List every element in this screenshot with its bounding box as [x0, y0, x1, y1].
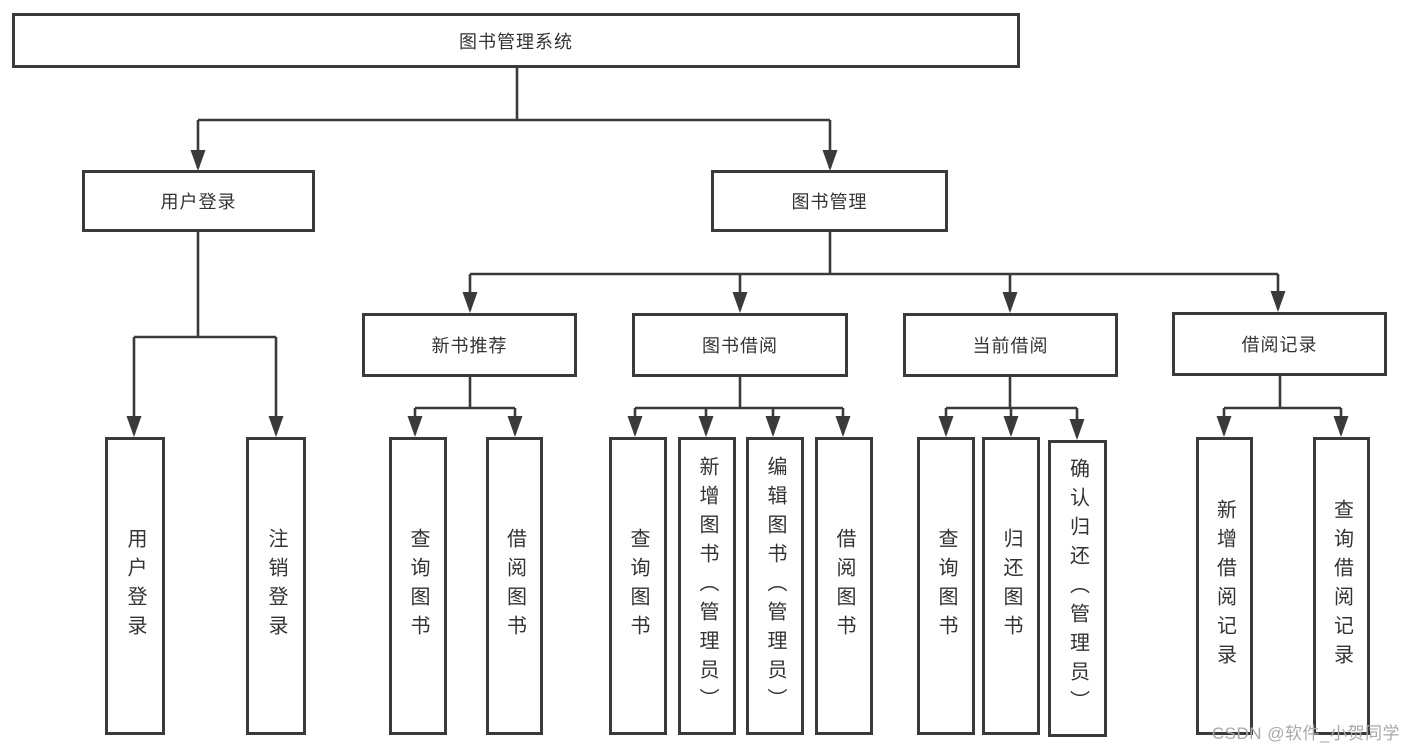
node-book-borrowing-label: 图书借阅: [702, 336, 778, 356]
node-book-borrowing: 图书借阅: [632, 313, 848, 377]
node-book-management: 图书管理: [711, 170, 948, 232]
leaf-records-query-record: 查询借阅记录: [1313, 437, 1370, 735]
leaf-borrowing-add-books-admin: 新增图书（管理员）: [678, 437, 736, 735]
leaf-current-query-books: 查询图书: [917, 437, 975, 735]
leaf-current-confirm-return-admin-label: 确认归还（管理员）: [1066, 458, 1089, 719]
leaf-current-query-books-label: 查询图书: [935, 528, 957, 644]
node-user-login-label: 用户登录: [160, 192, 237, 212]
csdn-watermark: CSDN @软件_小贺同学: [1211, 724, 1400, 743]
node-root-label: 图书管理系统: [459, 31, 573, 52]
node-user-login: 用户登录: [82, 170, 315, 232]
node-current-borrowing: 当前借阅: [903, 313, 1118, 377]
leaf-borrowing-borrow-books-label: 借阅图书: [833, 528, 855, 644]
node-new-book-recommend: 新书推荐: [362, 313, 577, 377]
leaf-recommend-query-books: 查询图书: [389, 437, 447, 735]
leaf-current-confirm-return-admin: 确认归还（管理员）: [1048, 440, 1107, 737]
node-borrowing-records: 借阅记录: [1172, 312, 1387, 376]
leaf-borrowing-query-books: 查询图书: [609, 437, 667, 735]
leaf-current-return-books-label: 归还图书: [1000, 528, 1022, 644]
leaf-logout-label: 注销登录: [265, 528, 287, 644]
leaf-borrowing-query-books-label: 查询图书: [627, 528, 649, 644]
leaf-records-add-record-label: 新增借阅记录: [1213, 499, 1236, 673]
node-current-borrowing-label: 当前借阅: [972, 336, 1049, 356]
leaf-recommend-borrow-books: 借阅图书: [486, 437, 543, 735]
leaf-borrowing-edit-books-admin-label: 编辑图书（管理员）: [764, 455, 786, 717]
leaf-borrowing-borrow-books: 借阅图书: [815, 437, 873, 735]
node-root-system: 图书管理系统: [12, 13, 1020, 68]
leaf-records-add-record: 新增借阅记录: [1196, 437, 1253, 735]
leaf-records-query-record-label: 查询借阅记录: [1330, 499, 1353, 673]
leaf-borrowing-add-books-admin-label: 新增图书（管理员）: [696, 455, 718, 717]
leaf-current-return-books: 归还图书: [982, 437, 1040, 735]
leaf-user-login-label: 用户登录: [124, 528, 146, 644]
node-new-book-recommend-label: 新书推荐: [431, 336, 508, 356]
leaf-borrowing-edit-books-admin: 编辑图书（管理员）: [746, 437, 804, 735]
node-borrowing-records-label: 借阅记录: [1241, 335, 1318, 355]
leaf-user-login: 用户登录: [105, 437, 165, 735]
node-book-management-label: 图书管理: [791, 192, 868, 212]
leaf-logout: 注销登录: [246, 437, 306, 735]
leaf-recommend-query-books-label: 查询图书: [407, 528, 429, 644]
leaf-recommend-borrow-books-label: 借阅图书: [503, 528, 526, 644]
